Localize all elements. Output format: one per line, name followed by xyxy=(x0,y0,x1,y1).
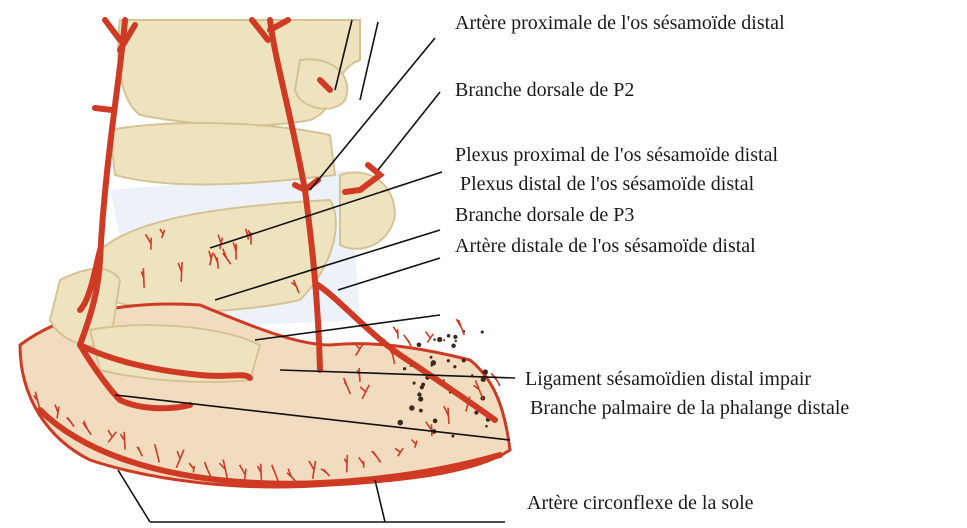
label-proximal-sesamoid-artery: Artère proximale de l'os sésamoïde dista… xyxy=(455,13,785,33)
speckle xyxy=(483,369,488,374)
speckle xyxy=(421,383,425,387)
speckle xyxy=(417,342,422,347)
speckle xyxy=(451,344,455,348)
label-circumflex-sole-artery: Artère circonflexe de la sole xyxy=(527,493,754,513)
speckle xyxy=(462,358,466,362)
speckle xyxy=(397,420,403,426)
label-dorsal-branch-p2: Branche dorsale de P2 xyxy=(455,80,634,100)
speckle xyxy=(437,337,442,342)
speckle xyxy=(485,425,488,428)
speckle xyxy=(417,392,421,396)
capillary-twig xyxy=(456,319,464,335)
speckle xyxy=(481,331,484,334)
capillary-twig xyxy=(426,332,434,343)
speckle xyxy=(443,339,445,341)
capillary-twig xyxy=(404,335,411,347)
label-palmar-branch: Branche palmaire de la phalange distale xyxy=(530,398,849,418)
speckle xyxy=(418,396,423,401)
label-distal-plexus: Plexus distal de l'os sésamoïde distal xyxy=(460,174,754,194)
speckle xyxy=(455,340,457,342)
label-dorsal-branch-p3: Branche dorsale de P3 xyxy=(455,205,634,225)
leader-line-1b xyxy=(360,22,378,100)
label-distal-sesamoid-artery: Artère distale de l'os sésamoïde distal xyxy=(455,236,756,256)
capillary-twig xyxy=(393,327,398,339)
speckle xyxy=(447,359,450,362)
leader-line-3 xyxy=(378,92,440,170)
leader-line-10b xyxy=(375,480,385,522)
speckle xyxy=(453,335,457,339)
speckle xyxy=(447,334,451,338)
speckle xyxy=(413,382,416,385)
speckle xyxy=(433,419,438,424)
label-impar-ligament: Ligament sésamoïdien distal impair xyxy=(525,369,811,389)
label-proximal-plexus: Plexus proximal de l'os sésamoïde distal xyxy=(455,145,778,165)
speckle xyxy=(430,356,433,359)
left-artery-lateral-branch xyxy=(95,108,112,110)
left-artery-upper-branch-2 xyxy=(105,20,120,40)
leader-line-10a xyxy=(118,470,150,522)
speckle xyxy=(433,338,436,341)
speckle xyxy=(453,365,456,368)
speckle xyxy=(409,405,414,410)
speckle xyxy=(431,360,436,365)
speckle xyxy=(403,367,406,370)
speckle xyxy=(451,435,454,438)
capillary-twig xyxy=(491,373,500,386)
speckle xyxy=(419,409,423,413)
